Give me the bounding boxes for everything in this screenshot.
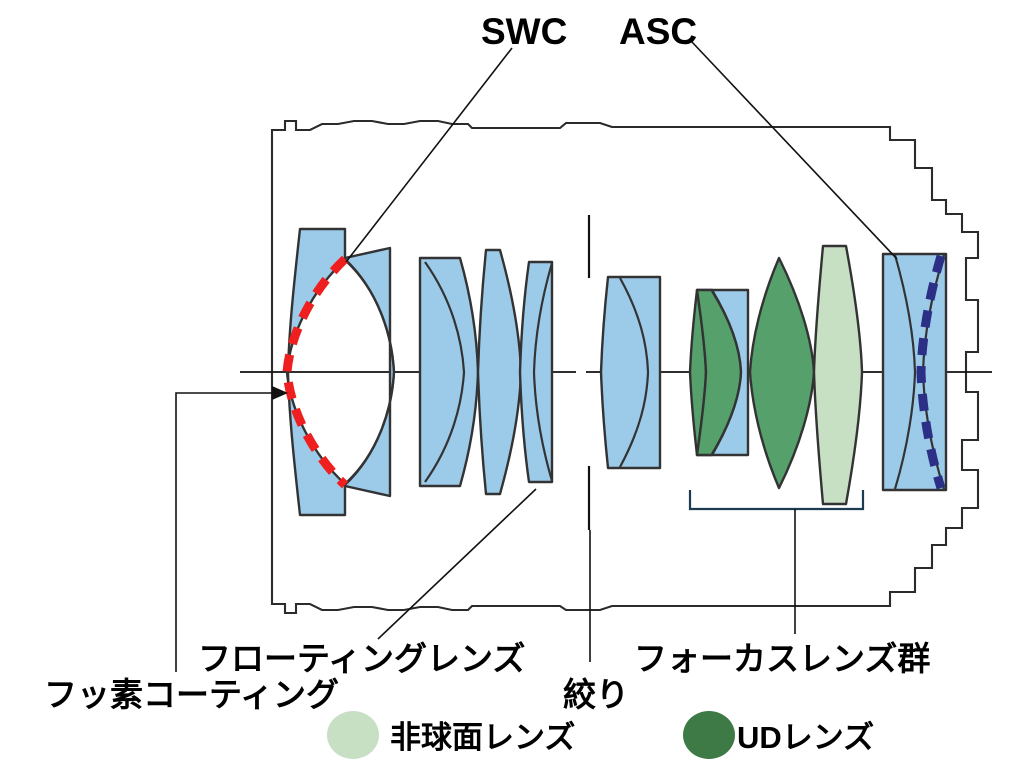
legend-swatch-ud-icon xyxy=(683,711,735,759)
fluorine-arrowhead xyxy=(272,386,288,400)
label-aperture: 絞り xyxy=(563,676,629,713)
callout-leaders xyxy=(175,41,898,672)
label-asc: ASC xyxy=(619,11,697,52)
swc-coating-arc xyxy=(282,255,349,489)
lens-element-aspherical xyxy=(812,244,864,506)
fluorine-leader-line xyxy=(175,392,276,672)
label-floating-lens: フローティングレンズ xyxy=(198,640,525,677)
focus-group-bracket xyxy=(688,490,865,511)
label-swc: SWC xyxy=(481,11,567,52)
legend-swatch-aspherical-icon xyxy=(327,711,379,759)
swc-leader-line xyxy=(345,47,513,263)
lens-element-floating-meniscus xyxy=(518,260,554,484)
label-focus-group: フォーカスレンズ群 xyxy=(634,640,930,677)
asc-leader-line xyxy=(691,41,898,260)
lens-barrel-outline xyxy=(270,119,980,615)
asc-coating-arc xyxy=(916,254,946,490)
lens-element-ud-biconvex xyxy=(748,256,816,490)
lens-element-post-aperture xyxy=(599,275,662,470)
floating-lens-leader-line xyxy=(377,488,537,640)
lens-element-cemented-doublet xyxy=(418,256,480,488)
lens-element-ud-doublet xyxy=(688,288,750,457)
label-fluorine-coating: フッ素コーティング xyxy=(44,676,339,713)
legend: 非球面レンズ UDレンズ xyxy=(327,711,874,759)
lens-element-biconvex xyxy=(476,248,523,496)
legend-label-ud: UDレンズ xyxy=(737,720,874,755)
legend-label-aspherical: 非球面レンズ xyxy=(390,720,575,755)
lens-element-second-meniscus xyxy=(343,246,396,498)
